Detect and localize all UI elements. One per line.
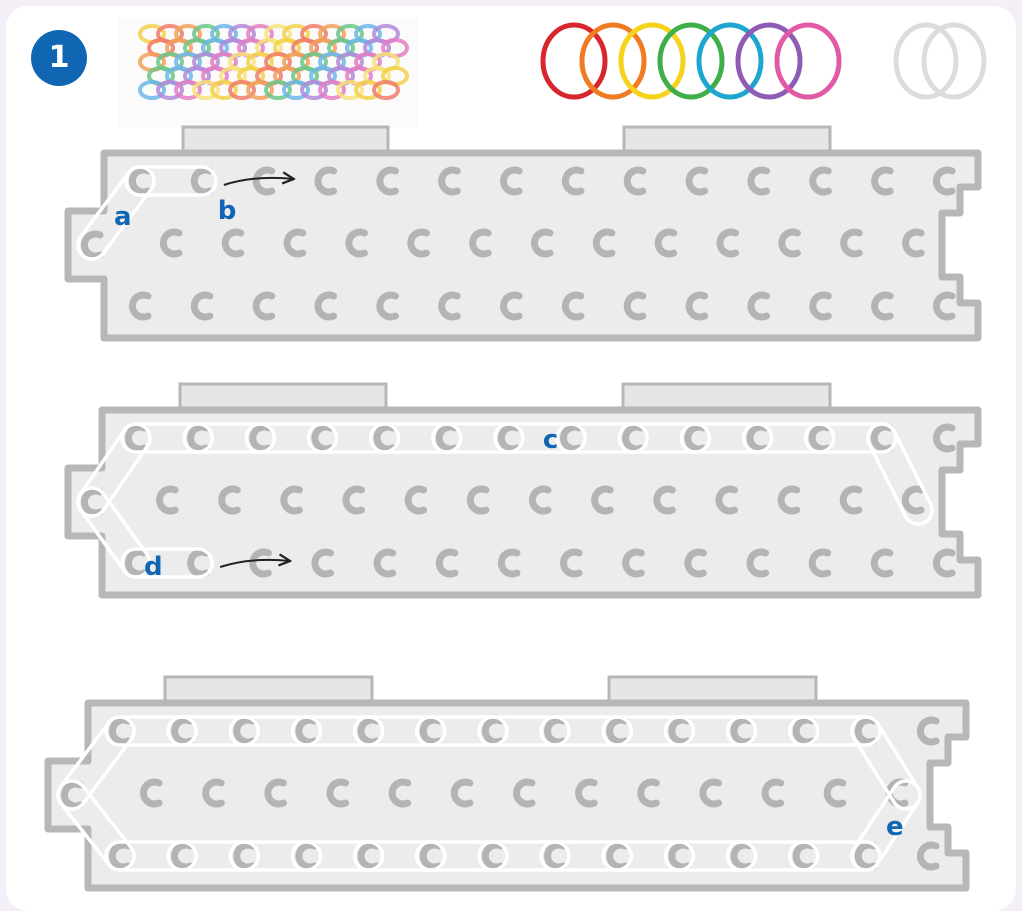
step-label-e: e [886, 812, 904, 842]
loom-top-tab [165, 677, 372, 703]
loom-3: e [48, 677, 966, 888]
step-number-badge: 1 [31, 30, 87, 86]
step-label-a: a [114, 202, 132, 232]
step-label-c: c [543, 425, 558, 455]
loom-1: ab [68, 127, 978, 338]
loom-top-tab [623, 384, 830, 410]
loom-top-tab [180, 384, 386, 410]
step-label-b: b [218, 196, 237, 226]
loom-top-tab [609, 677, 816, 703]
loom-2: cd [68, 384, 978, 595]
loom-top-tab [183, 127, 388, 153]
loom-top-tab [624, 127, 830, 153]
finished-bracelet-image [118, 18, 418, 128]
step-label-d: d [144, 552, 163, 582]
